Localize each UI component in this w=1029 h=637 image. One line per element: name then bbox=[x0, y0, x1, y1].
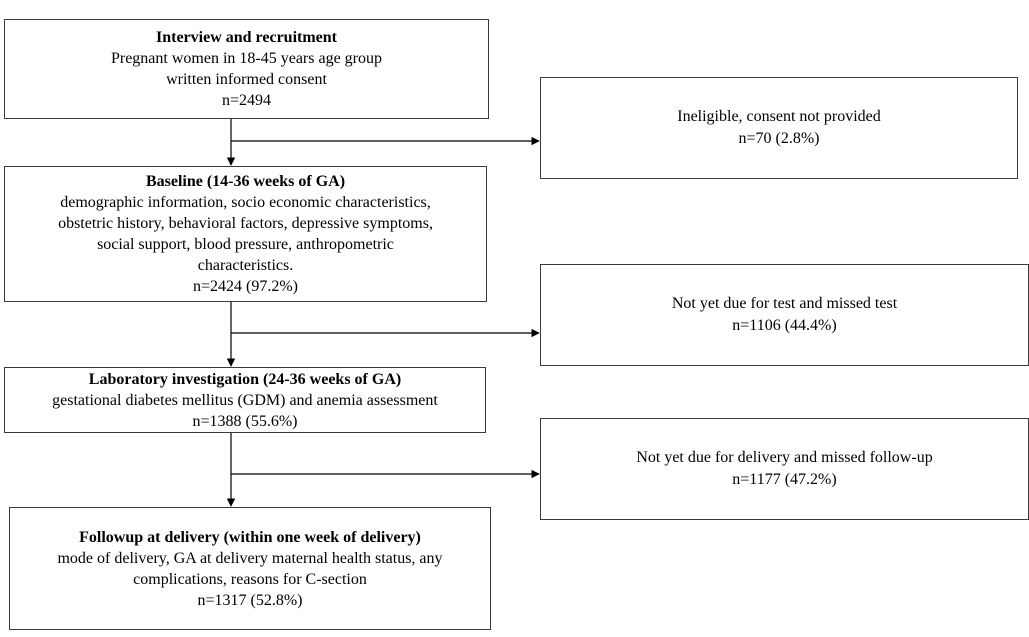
recruitment-title: Interview and recruitment bbox=[156, 29, 337, 46]
baseline-line-3: social support, blood pressure, anthropo… bbox=[97, 236, 394, 253]
baseline-line-2: obstetric history, behavioral factors, d… bbox=[58, 215, 433, 232]
exclusion-count-missed-test: n=1106 (44.4%) bbox=[732, 317, 837, 334]
baseline-count: n=2424 (97.2%) bbox=[192, 278, 298, 295]
recruitment-count: n=2494 bbox=[221, 92, 272, 109]
exclusion-label-missed-followup: Not yet due for delivery and missed foll… bbox=[636, 449, 933, 466]
followup-title: Followup at delivery (within one week of… bbox=[79, 528, 421, 546]
exclusion-count-missed-followup: n=1177 (47.2%) bbox=[732, 471, 837, 488]
exclusion-box-missed-followup: Not yet due for delivery and missed foll… bbox=[540, 418, 1029, 520]
baseline-title: Baseline (14-36 weeks of GA) bbox=[145, 173, 346, 190]
exclusion-label-missed-test: Not yet due for test and missed test bbox=[671, 295, 898, 312]
baseline-line-1: demographic information, socio economic … bbox=[60, 194, 431, 211]
followup-count: n=1317 (52.8%) bbox=[197, 591, 303, 609]
exclusion-box-ineligible: Ineligible, consent not provided n=70 (2… bbox=[540, 77, 1018, 179]
recruitment-box: Interview and recruitment Pregnant women… bbox=[4, 19, 489, 119]
recruitment-line-1: Pregnant women in 18-45 years age group bbox=[110, 50, 383, 67]
baseline-box: Baseline (14-36 weeks of GA) demographic… bbox=[4, 166, 487, 302]
exclusion-label-ineligible: Ineligible, consent not provided bbox=[677, 108, 881, 125]
baseline-line-4: characteristics. bbox=[197, 257, 294, 274]
recruitment-line-2: written informed consent bbox=[166, 71, 327, 88]
laboratory-title: Laboratory investigation (24-36 weeks of… bbox=[88, 370, 402, 388]
exclusion-box-missed-test: Not yet due for test and missed test n=1… bbox=[540, 264, 1029, 366]
exclusion-count-ineligible: n=70 (2.8%) bbox=[738, 130, 820, 147]
laboratory-line-1: gestational diabetes mellitus (GDM) and … bbox=[52, 391, 438, 409]
laboratory-count: n=1388 (55.6%) bbox=[192, 412, 298, 430]
followup-line-2: complications, reasons for C-section bbox=[133, 570, 367, 588]
laboratory-box: Laboratory investigation (24-36 weeks of… bbox=[4, 367, 486, 433]
followup-box: Followup at delivery (within one week of… bbox=[9, 507, 491, 630]
followup-line-1: mode of delivery, GA at delivery materna… bbox=[57, 549, 443, 567]
